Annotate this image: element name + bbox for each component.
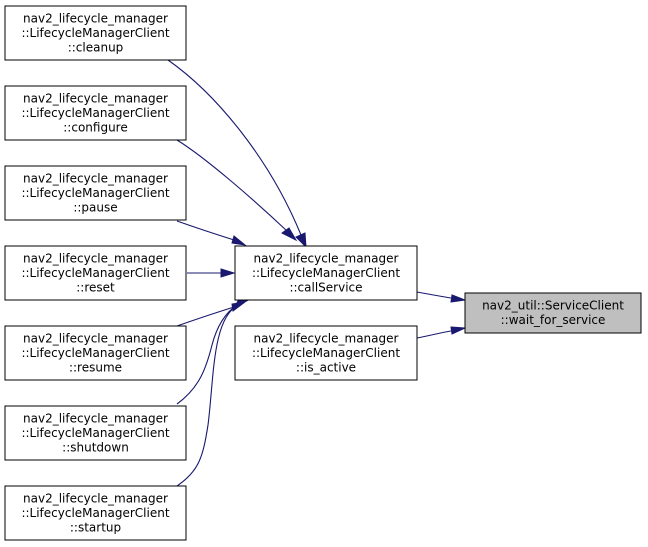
node-label-line: nav2_lifecycle_manager	[23, 171, 168, 185]
node-label-line: nav2_lifecycle_manager	[254, 331, 399, 345]
edge-line	[176, 306, 235, 327]
nodes-layer: nav2_lifecycle_manager::LifecycleManager…	[4, 5, 642, 541]
edge-line	[176, 139, 288, 232]
node-box	[4, 325, 187, 381]
edge-arrowhead	[450, 294, 467, 303]
edge-arrowhead	[220, 268, 236, 278]
node-label-line: ::callService	[289, 280, 362, 294]
node-box	[234, 325, 418, 381]
node-label-line: ::LifecycleManagerClient	[21, 266, 169, 280]
edge-wait_for_service-to-callService	[416, 291, 467, 303]
node-label-line: ::is_active	[296, 360, 356, 374]
node-callService[interactable]: nav2_lifecycle_manager::LifecycleManager…	[234, 245, 418, 301]
edge-callService-to-resume	[176, 301, 246, 327]
node-label-line: nav2_lifecycle_manager	[23, 11, 168, 25]
node-shutdown[interactable]: nav2_lifecycle_manager::LifecycleManager…	[4, 405, 187, 461]
node-pause[interactable]: nav2_lifecycle_manager::LifecycleManager…	[4, 165, 187, 221]
node-label-line: ::wait_for_service	[501, 313, 606, 327]
edge-callService-to-startup	[176, 298, 251, 487]
node-cleanup[interactable]: nav2_lifecycle_manager::LifecycleManager…	[4, 5, 187, 61]
edge-callService-to-configure	[176, 139, 298, 242]
node-label-line: ::cleanup	[68, 40, 124, 54]
node-label-line: ::LifecycleManagerClient	[21, 346, 169, 360]
node-label-line: ::LifecycleManagerClient	[21, 506, 169, 520]
node-box	[4, 245, 187, 301]
node-label-line: nav2_lifecycle_manager	[23, 411, 168, 425]
node-box	[4, 5, 187, 61]
node-label-line: ::reset	[76, 280, 115, 294]
node-label-line: ::LifecycleManagerClient	[252, 346, 400, 360]
edge-arrowhead	[295, 232, 307, 249]
node-label-line: ::resume	[69, 360, 122, 374]
node-box	[234, 245, 418, 301]
node-startup[interactable]: nav2_lifecycle_manager::LifecycleManager…	[4, 485, 187, 541]
edge-line	[176, 304, 239, 487]
edge-arrowhead	[231, 235, 247, 246]
node-label-line: ::pause	[73, 200, 117, 214]
node-label-line: nav2_util::ServiceClient	[482, 299, 624, 313]
edge-line	[176, 304, 238, 405]
node-label-line: nav2_lifecycle_manager	[23, 91, 168, 105]
node-box	[4, 85, 187, 141]
node-is_active[interactable]: nav2_lifecycle_manager::LifecycleManager…	[234, 325, 418, 381]
node-label-line: nav2_lifecycle_manager	[23, 331, 168, 345]
node-box	[4, 165, 187, 221]
node-label-line: ::shutdown	[62, 440, 129, 454]
node-label-line: ::LifecycleManagerClient	[21, 106, 169, 120]
node-box	[4, 405, 187, 461]
node-wait_for_service[interactable]: nav2_util::ServiceClient::wait_for_servi…	[464, 292, 642, 334]
node-resume[interactable]: nav2_lifecycle_manager::LifecycleManager…	[4, 325, 187, 381]
node-box	[464, 292, 642, 334]
edge-arrowhead	[450, 326, 466, 335]
node-label-line: ::LifecycleManagerClient	[252, 266, 400, 280]
node-label-line: nav2_lifecycle_manager	[23, 491, 168, 505]
edge-line	[176, 220, 235, 241]
edge-line	[416, 291, 452, 299]
node-reset[interactable]: nav2_lifecycle_manager::LifecycleManager…	[4, 245, 187, 301]
edge-callService-to-reset	[187, 268, 236, 278]
edge-line	[416, 330, 452, 339]
edge-arrowhead	[281, 227, 298, 242]
node-label-line: ::startup	[70, 520, 121, 534]
node-configure[interactable]: nav2_lifecycle_manager::LifecycleManager…	[4, 85, 187, 141]
node-label-line: ::LifecycleManagerClient	[21, 26, 169, 40]
node-label-line: nav2_lifecycle_manager	[254, 251, 399, 265]
edge-line	[167, 59, 302, 236]
edge-callService-to-pause	[176, 220, 247, 246]
node-label-line: ::LifecycleManagerClient	[21, 186, 169, 200]
node-label-line: ::LifecycleManagerClient	[21, 426, 169, 440]
node-label-line: nav2_lifecycle_manager	[23, 251, 168, 265]
edge-wait_for_service-to-is_active	[416, 326, 466, 339]
edges-layer	[167, 59, 467, 487]
node-box	[4, 485, 187, 541]
node-label-line: ::configure	[63, 120, 127, 134]
edge-callService-to-cleanup	[167, 59, 307, 249]
